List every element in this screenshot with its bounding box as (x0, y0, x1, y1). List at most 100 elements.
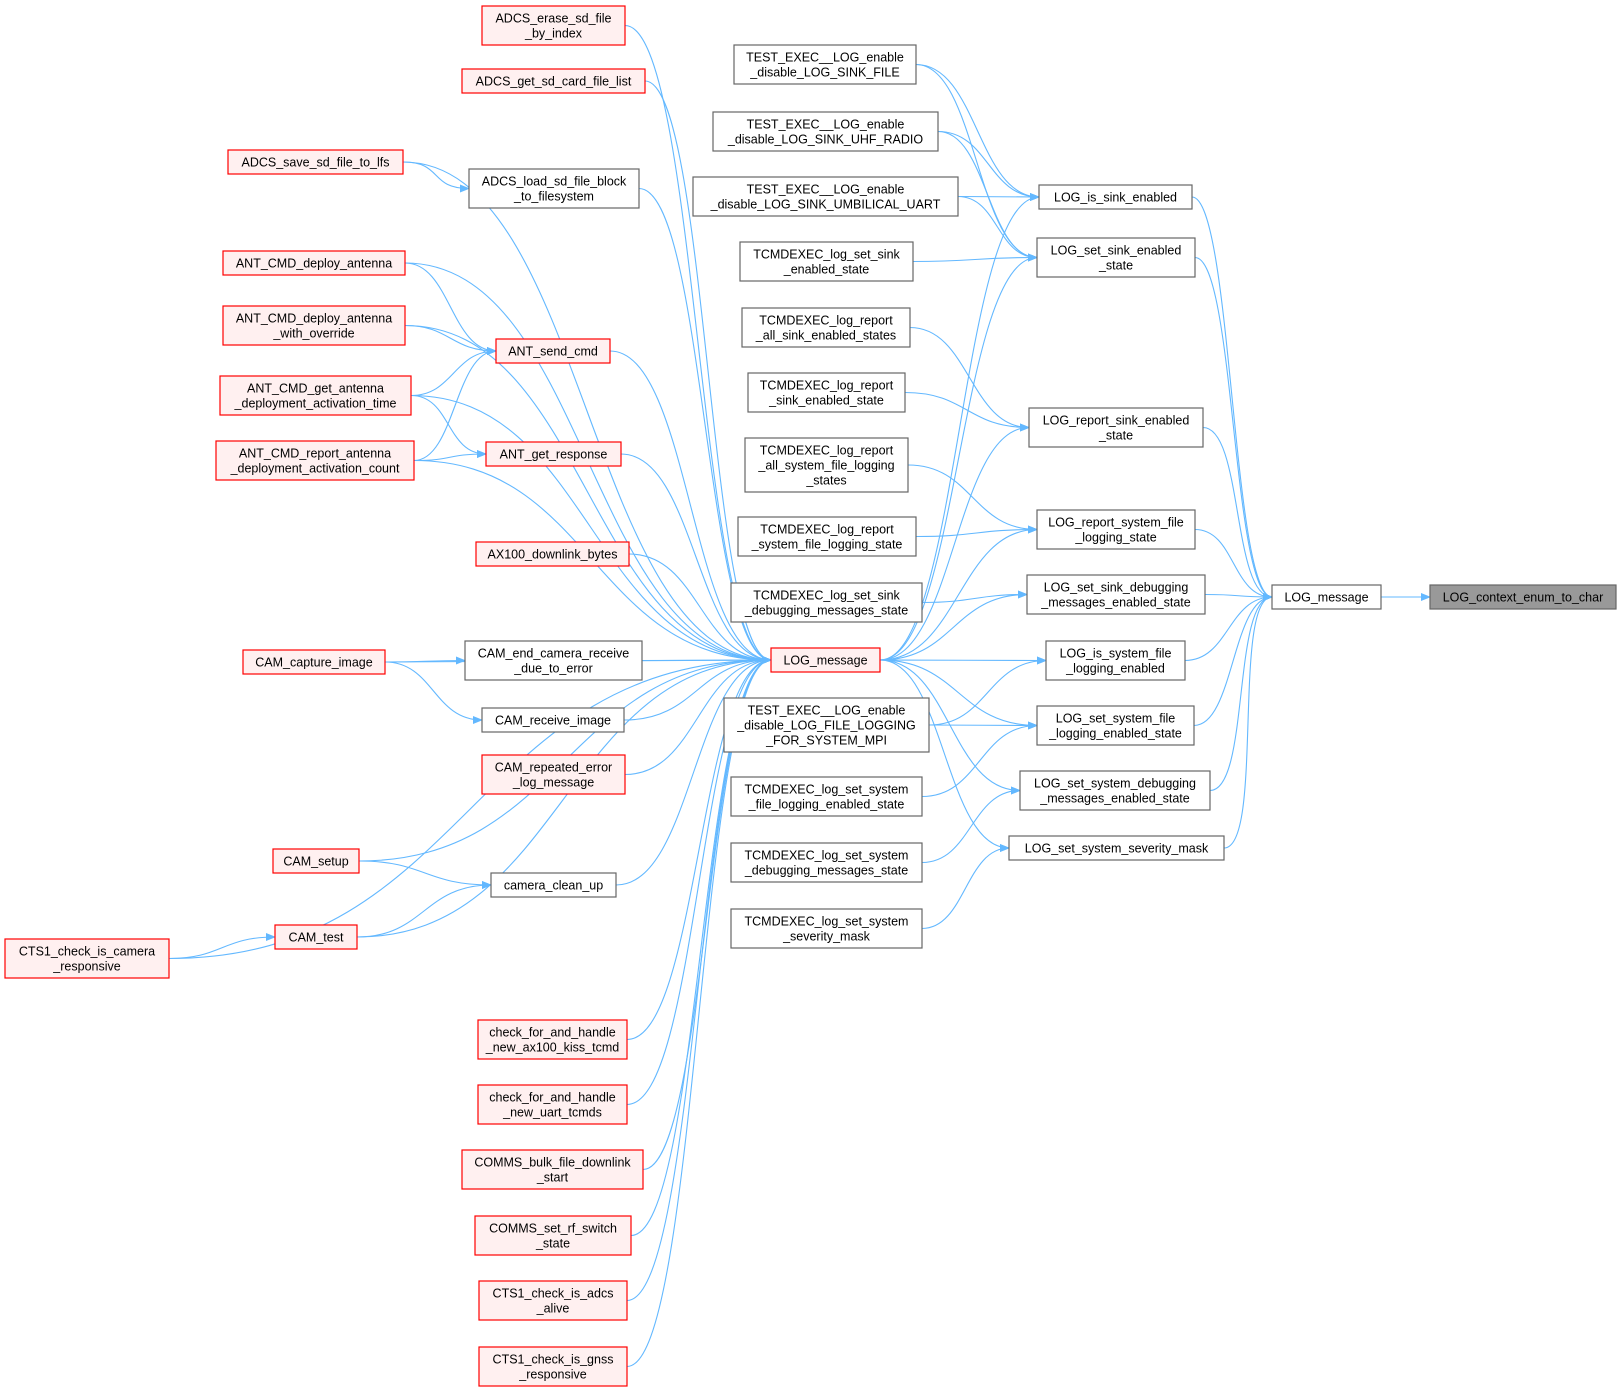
edge-tc_rep_sink-to-log_rep_sink (904, 391, 1030, 432)
node-ax100_downlink[interactable]: AX100_downlink_bytes (475, 541, 630, 567)
node-log_message_red[interactable]: LOG_message (770, 647, 881, 673)
node-box (1045, 640, 1186, 681)
node-label-line: _log_message (512, 776, 594, 790)
node-cts1_adcs[interactable]: CTS1_check_is_adcs_alive (478, 1280, 628, 1321)
node-ant_get_time[interactable]: ANT_CMD_get_antenna_deployment_activatio… (219, 375, 412, 416)
node-box (227, 149, 404, 175)
edge-test_mpi-to-log_is_sys (928, 656, 1047, 726)
node-cts1_gnss[interactable]: CTS1_check_is_gnss_responsive (478, 1346, 628, 1387)
node-ant_deploy_override[interactable]: ANT_CMD_deploy_antenna_with_override (222, 305, 406, 346)
node-label-line: ANT_get_response (500, 448, 608, 462)
edge-log_message_red-to-log_rep_sink (879, 423, 1030, 661)
node-box (737, 516, 917, 557)
node-check_ax100[interactable]: check_for_and_handle_new_ax100_kiss_tcmd (477, 1019, 628, 1060)
node-label-line: _responsive (518, 1368, 586, 1382)
node-log_set_sink[interactable]: LOG_set_sink_enabled_state (1036, 237, 1196, 278)
node-box (1036, 705, 1195, 746)
node-label-line: _state (1098, 259, 1133, 273)
node-label-line: _severity_mask (782, 930, 871, 944)
node-box (468, 168, 640, 209)
edge-log_rep_sys-to-log_message_main (1194, 528, 1273, 601)
node-label-line: ADCS_get_sd_card_file_list (476, 75, 632, 89)
node-adcs_load[interactable]: ADCS_load_sd_file_block_to_filesystem (468, 168, 640, 209)
node-box (1019, 770, 1211, 811)
node-tc_set_sys_file[interactable]: TCMDEXEC_log_set_system_file_logging_ena… (730, 776, 923, 817)
node-ant_report_count[interactable]: ANT_CMD_report_antenna_deployment_activa… (215, 440, 415, 481)
node-ant_send_cmd[interactable]: ANT_send_cmd (495, 338, 611, 364)
node-comms_bulk[interactable]: COMMS_bulk_file_downlink_start (461, 1149, 644, 1190)
node-box (481, 707, 625, 733)
node-camera_clean_up[interactable]: camera_clean_up (490, 872, 617, 898)
node-adcs_save[interactable]: ADCS_save_sd_file_to_lfs (227, 149, 404, 175)
node-label-line: _responsive (52, 960, 120, 974)
node-label-line: TEST_EXEC__LOG_enable (747, 118, 905, 132)
node-label-line: TCMDEXEC_log_set_system (745, 849, 909, 863)
edge-log_rep_sink-to-log_message_main (1202, 426, 1273, 601)
node-tc_set_sys_dbg[interactable]: TCMDEXEC_log_set_system_debugging_messag… (730, 842, 923, 883)
edge-test_mpi-to-log_set_sys (928, 721, 1038, 730)
edge-tc_rep_all_sink-to-log_rep_sink (909, 326, 1030, 432)
node-label-line: LOG_set_sink_debugging (1044, 581, 1189, 595)
node-box (1008, 835, 1225, 861)
node-test_mpi[interactable]: TEST_EXEC__LOG_enable_disable_LOG_FILE_L… (723, 697, 930, 753)
node-test_umb[interactable]: TEST_EXEC__LOG_enable_disable_LOG_SINK_U… (692, 176, 959, 217)
node-tc_rep_sink[interactable]: TCMDEXEC_log_report_sink_enabled_state (747, 372, 906, 413)
edge-cts1_camera-to-cam_test (168, 933, 276, 960)
node-tc_set_sink_en[interactable]: TCMDEXEC_log_set_sink_enabled_state (739, 241, 914, 282)
node-label-line: _state (535, 1237, 570, 1251)
edge-test_file-to-log_is_sink (915, 63, 1040, 201)
edge-ax100_downlink-to-log_message_red (628, 553, 772, 664)
node-test_file[interactable]: TEST_EXEC__LOG_enable_disable_LOG_SINK_F… (733, 44, 917, 85)
node-ant_deploy[interactable]: ANT_CMD_deploy_antenna (222, 250, 406, 276)
node-adcs_erase[interactable]: ADCS_erase_sd_file_by_index (481, 5, 626, 46)
node-label-line: LOG_report_sink_enabled (1043, 414, 1190, 428)
node-log_set_sys_dbg[interactable]: LOG_set_system_debugging_messages_enable… (1019, 770, 1211, 811)
node-tc_set_sys_sev[interactable]: TCMDEXEC_log_set_system_severity_mask (730, 908, 923, 949)
node-cam_repeated[interactable]: CAM_repeated_error_log_message (481, 754, 626, 795)
node-log_set_sink_dbg[interactable]: LOG_set_sink_debugging_messages_enabled_… (1026, 574, 1206, 615)
node-log_rep_sink[interactable]: LOG_report_sink_enabled_state (1028, 407, 1204, 448)
node-cam_receive[interactable]: CAM_receive_image (481, 707, 625, 733)
node-tc_rep_sys[interactable]: TCMDEXEC_log_report_system_file_logging_… (737, 516, 917, 557)
node-cts1_camera[interactable]: CTS1_check_is_camera_responsive (4, 938, 170, 979)
node-log_message_main[interactable]: LOG_message (1271, 584, 1382, 610)
node-adcs_get_list[interactable]: ADCS_get_sd_card_file_list (461, 68, 646, 94)
node-box (461, 68, 646, 94)
edge-log_set_sink-to-log_message_main (1194, 256, 1273, 601)
node-box (222, 250, 406, 276)
edge-cam_test-to-camera_clean_up (356, 881, 492, 938)
node-box (770, 647, 881, 673)
node-cam_test[interactable]: CAM_test (274, 924, 358, 950)
node-log_set_sys[interactable]: LOG_set_system_file_logging_enabled_stat… (1036, 705, 1195, 746)
edge-cam_receive-to-log_message_red (623, 656, 772, 721)
node-tc_set_sink_dbg[interactable]: TCMDEXEC_log_set_sink_debugging_messages… (730, 582, 923, 623)
node-label-line: _disable_LOG_SINK_UHF_RADIO (727, 133, 923, 147)
node-box (1026, 574, 1206, 615)
node-log_is_sys[interactable]: LOG_is_system_file_logging_enabled (1045, 640, 1186, 681)
node-label-line: _logging_enabled_state (1048, 727, 1182, 741)
node-cam_capture[interactable]: CAM_capture_image (242, 649, 386, 675)
node-comms_rf[interactable]: COMMS_set_rf_switch_state (474, 1215, 632, 1256)
node-tc_rep_all_sys[interactable]: TCMDEXEC_log_report_all_system_file_logg… (744, 437, 909, 493)
node-ant_get_response[interactable]: ANT_get_response (485, 441, 622, 467)
node-label-line: _disable_LOG_SINK_UMBILICAL_UART (710, 198, 941, 212)
node-box (730, 582, 923, 623)
node-check_uart[interactable]: check_for_and_handle_new_uart_tcmds (477, 1084, 628, 1125)
node-log_is_sink[interactable]: LOG_is_sink_enabled (1038, 184, 1193, 210)
node-log_set_sys_sev[interactable]: LOG_set_system_severity_mask (1008, 835, 1225, 861)
node-box (477, 1084, 628, 1125)
edge-check_uart-to-log_message_red (626, 656, 772, 1106)
node-box (272, 848, 360, 874)
node-label-line: check_for_and_handle (489, 1026, 616, 1040)
node-label-line: _all_system_file_logging (757, 459, 894, 473)
node-label-line: TCMDEXEC_log_report (759, 314, 893, 328)
node-box (475, 541, 630, 567)
node-log_rep_sys[interactable]: LOG_report_system_file_logging_state (1036, 509, 1196, 550)
node-box (219, 375, 412, 416)
node-tc_rep_all_sink[interactable]: TCMDEXEC_log_report_all_sink_enabled_sta… (741, 307, 911, 348)
node-box (481, 5, 626, 46)
node-box (495, 338, 611, 364)
node-cam_end_receive[interactable]: CAM_end_camera_receive_due_to_error (464, 640, 643, 681)
node-test_uhf[interactable]: TEST_EXEC__LOG_enable_disable_LOG_SINK_U… (712, 111, 939, 152)
node-cam_setup[interactable]: CAM_setup (272, 848, 360, 874)
